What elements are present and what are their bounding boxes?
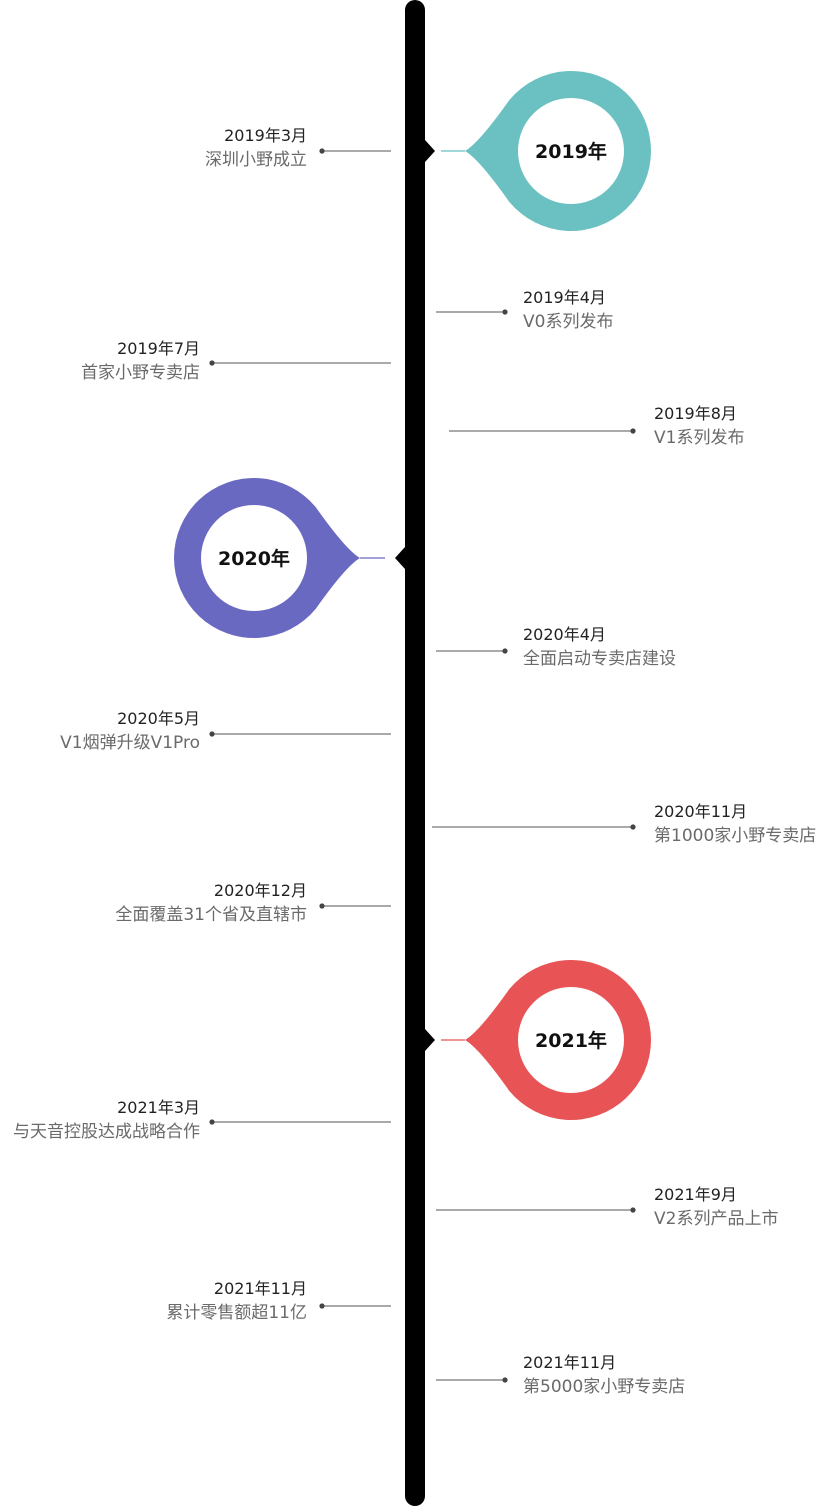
timeline-event: 2019年4月 V0系列发布: [523, 290, 613, 331]
event-date: 2021年3月: [117, 1098, 200, 1117]
year-inner-circle: [518, 987, 624, 1093]
event-dot: [502, 648, 508, 654]
timeline-event: 2019年8月 V1系列发布: [654, 406, 744, 447]
timeline-event: 2021年3月与天音控股达成战略合作: [13, 1100, 200, 1141]
event-dot: [209, 1119, 215, 1125]
axis-pointer: [395, 547, 405, 569]
event-dot: [630, 1207, 636, 1213]
year-label: 2019年: [535, 140, 607, 163]
event-dot: [209, 731, 215, 737]
event-description: 与天音控股达成战略合作: [13, 1122, 200, 1142]
year-marker: 2020年: [173, 478, 405, 638]
event-date: 2019年7月: [117, 339, 200, 358]
timeline-event: 2021年11月第5000家小野专卖店: [523, 1355, 685, 1396]
year-marker: 2019年: [425, 71, 651, 231]
event-date: 2020年12月: [213, 881, 307, 900]
event-description: V1烟弹升级V1Pro: [60, 733, 200, 753]
timeline-event: 2020年5月 V1烟弹升级V1Pro: [60, 711, 200, 752]
event-description: 累计零售额超11亿: [166, 1303, 307, 1323]
event-date: 2019年4月: [523, 288, 606, 307]
event-connector: [436, 1207, 636, 1213]
event-dot: [319, 1303, 325, 1309]
event-dot: [209, 360, 215, 366]
year-label: 2021年: [535, 1029, 607, 1052]
event-connector: [209, 731, 391, 737]
event-dot: [502, 309, 508, 315]
event-description: 全面覆盖31个省及直辖市: [115, 905, 307, 925]
event-date: 2021年9月: [654, 1185, 737, 1204]
event-description: V1系列发布: [654, 428, 745, 448]
event-dot: [630, 824, 636, 830]
timeline-event: 2021年9月 V2系列产品上市: [654, 1187, 778, 1228]
timeline-event: 2020年11月第1000家小野专卖店: [654, 804, 816, 845]
timeline-event: 2021年11月累计零售额超11亿: [166, 1281, 307, 1322]
event-date: 2021年11月: [523, 1353, 617, 1372]
year-label: 2020年: [218, 547, 290, 570]
timeline-event: 2019年7月首家小野专卖店: [81, 341, 200, 382]
event-dot: [630, 428, 636, 434]
event-date: 2019年3月: [224, 126, 307, 145]
event-connector: [319, 148, 391, 154]
event-dot: [319, 903, 325, 909]
timeline-event: 2020年4月全面启动专卖店建设: [523, 627, 676, 668]
event-description: V0系列发布: [523, 312, 614, 332]
event-connector: [209, 1119, 391, 1125]
timeline-event: 2019年3月深圳小野成立: [205, 128, 307, 169]
timeline-axis: [405, 0, 425, 1506]
event-connector: [319, 903, 391, 909]
event-description: 全面启动专卖店建设: [523, 649, 676, 669]
axis-pointer: [425, 140, 435, 162]
event-connector: [449, 428, 636, 434]
event-date: 2020年11月: [654, 802, 748, 821]
event-date: 2020年5月: [117, 709, 200, 728]
event-date: 2021年11月: [213, 1279, 307, 1298]
timeline-event: 2020年12月全面覆盖31个省及直辖市: [115, 883, 307, 924]
event-date: 2019年8月: [654, 404, 737, 423]
event-description: 第5000家小野专卖店: [523, 1377, 686, 1397]
event-date: 2020年4月: [523, 625, 606, 644]
event-connector: [432, 824, 636, 830]
year-inner-circle: [518, 98, 624, 204]
year-inner-circle: [201, 505, 307, 611]
event-dot: [319, 148, 325, 154]
event-connector: [436, 309, 508, 315]
event-description: V2系列产品上市: [654, 1209, 779, 1229]
event-description: 首家小野专卖店: [81, 363, 200, 383]
event-connector: [436, 1377, 508, 1383]
event-description: 深圳小野成立: [205, 150, 307, 170]
year-marker: 2021年: [425, 959, 652, 1121]
event-connector: [436, 648, 508, 654]
event-connector: [209, 360, 391, 366]
axis-pointer: [425, 1029, 435, 1051]
event-dot: [502, 1377, 508, 1383]
event-description: 第1000家小野专卖店: [654, 826, 817, 846]
event-connector: [319, 1303, 391, 1309]
